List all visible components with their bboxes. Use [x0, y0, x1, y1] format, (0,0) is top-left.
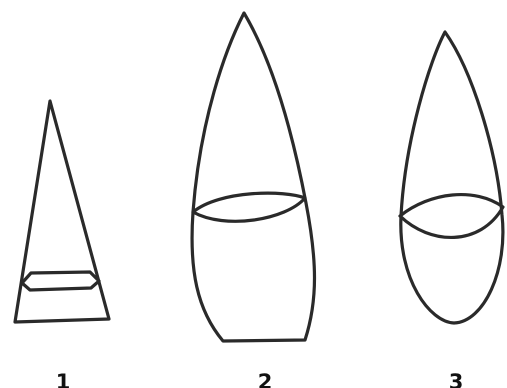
figure-1-cross-section [22, 272, 99, 290]
figure-1-label: 1 [56, 370, 71, 388]
figure-3-label: 3 [449, 370, 464, 388]
figure-3-outline [401, 32, 503, 323]
figure-2-label: 2 [258, 370, 273, 388]
figure-2-cross-section [193, 193, 305, 221]
figure-2-outline [192, 13, 314, 341]
figure-3: 3 [400, 32, 503, 388]
figure-3-cross-section [400, 195, 503, 238]
figure-1: 1 [15, 101, 109, 388]
figure-2: 2 [192, 13, 314, 388]
